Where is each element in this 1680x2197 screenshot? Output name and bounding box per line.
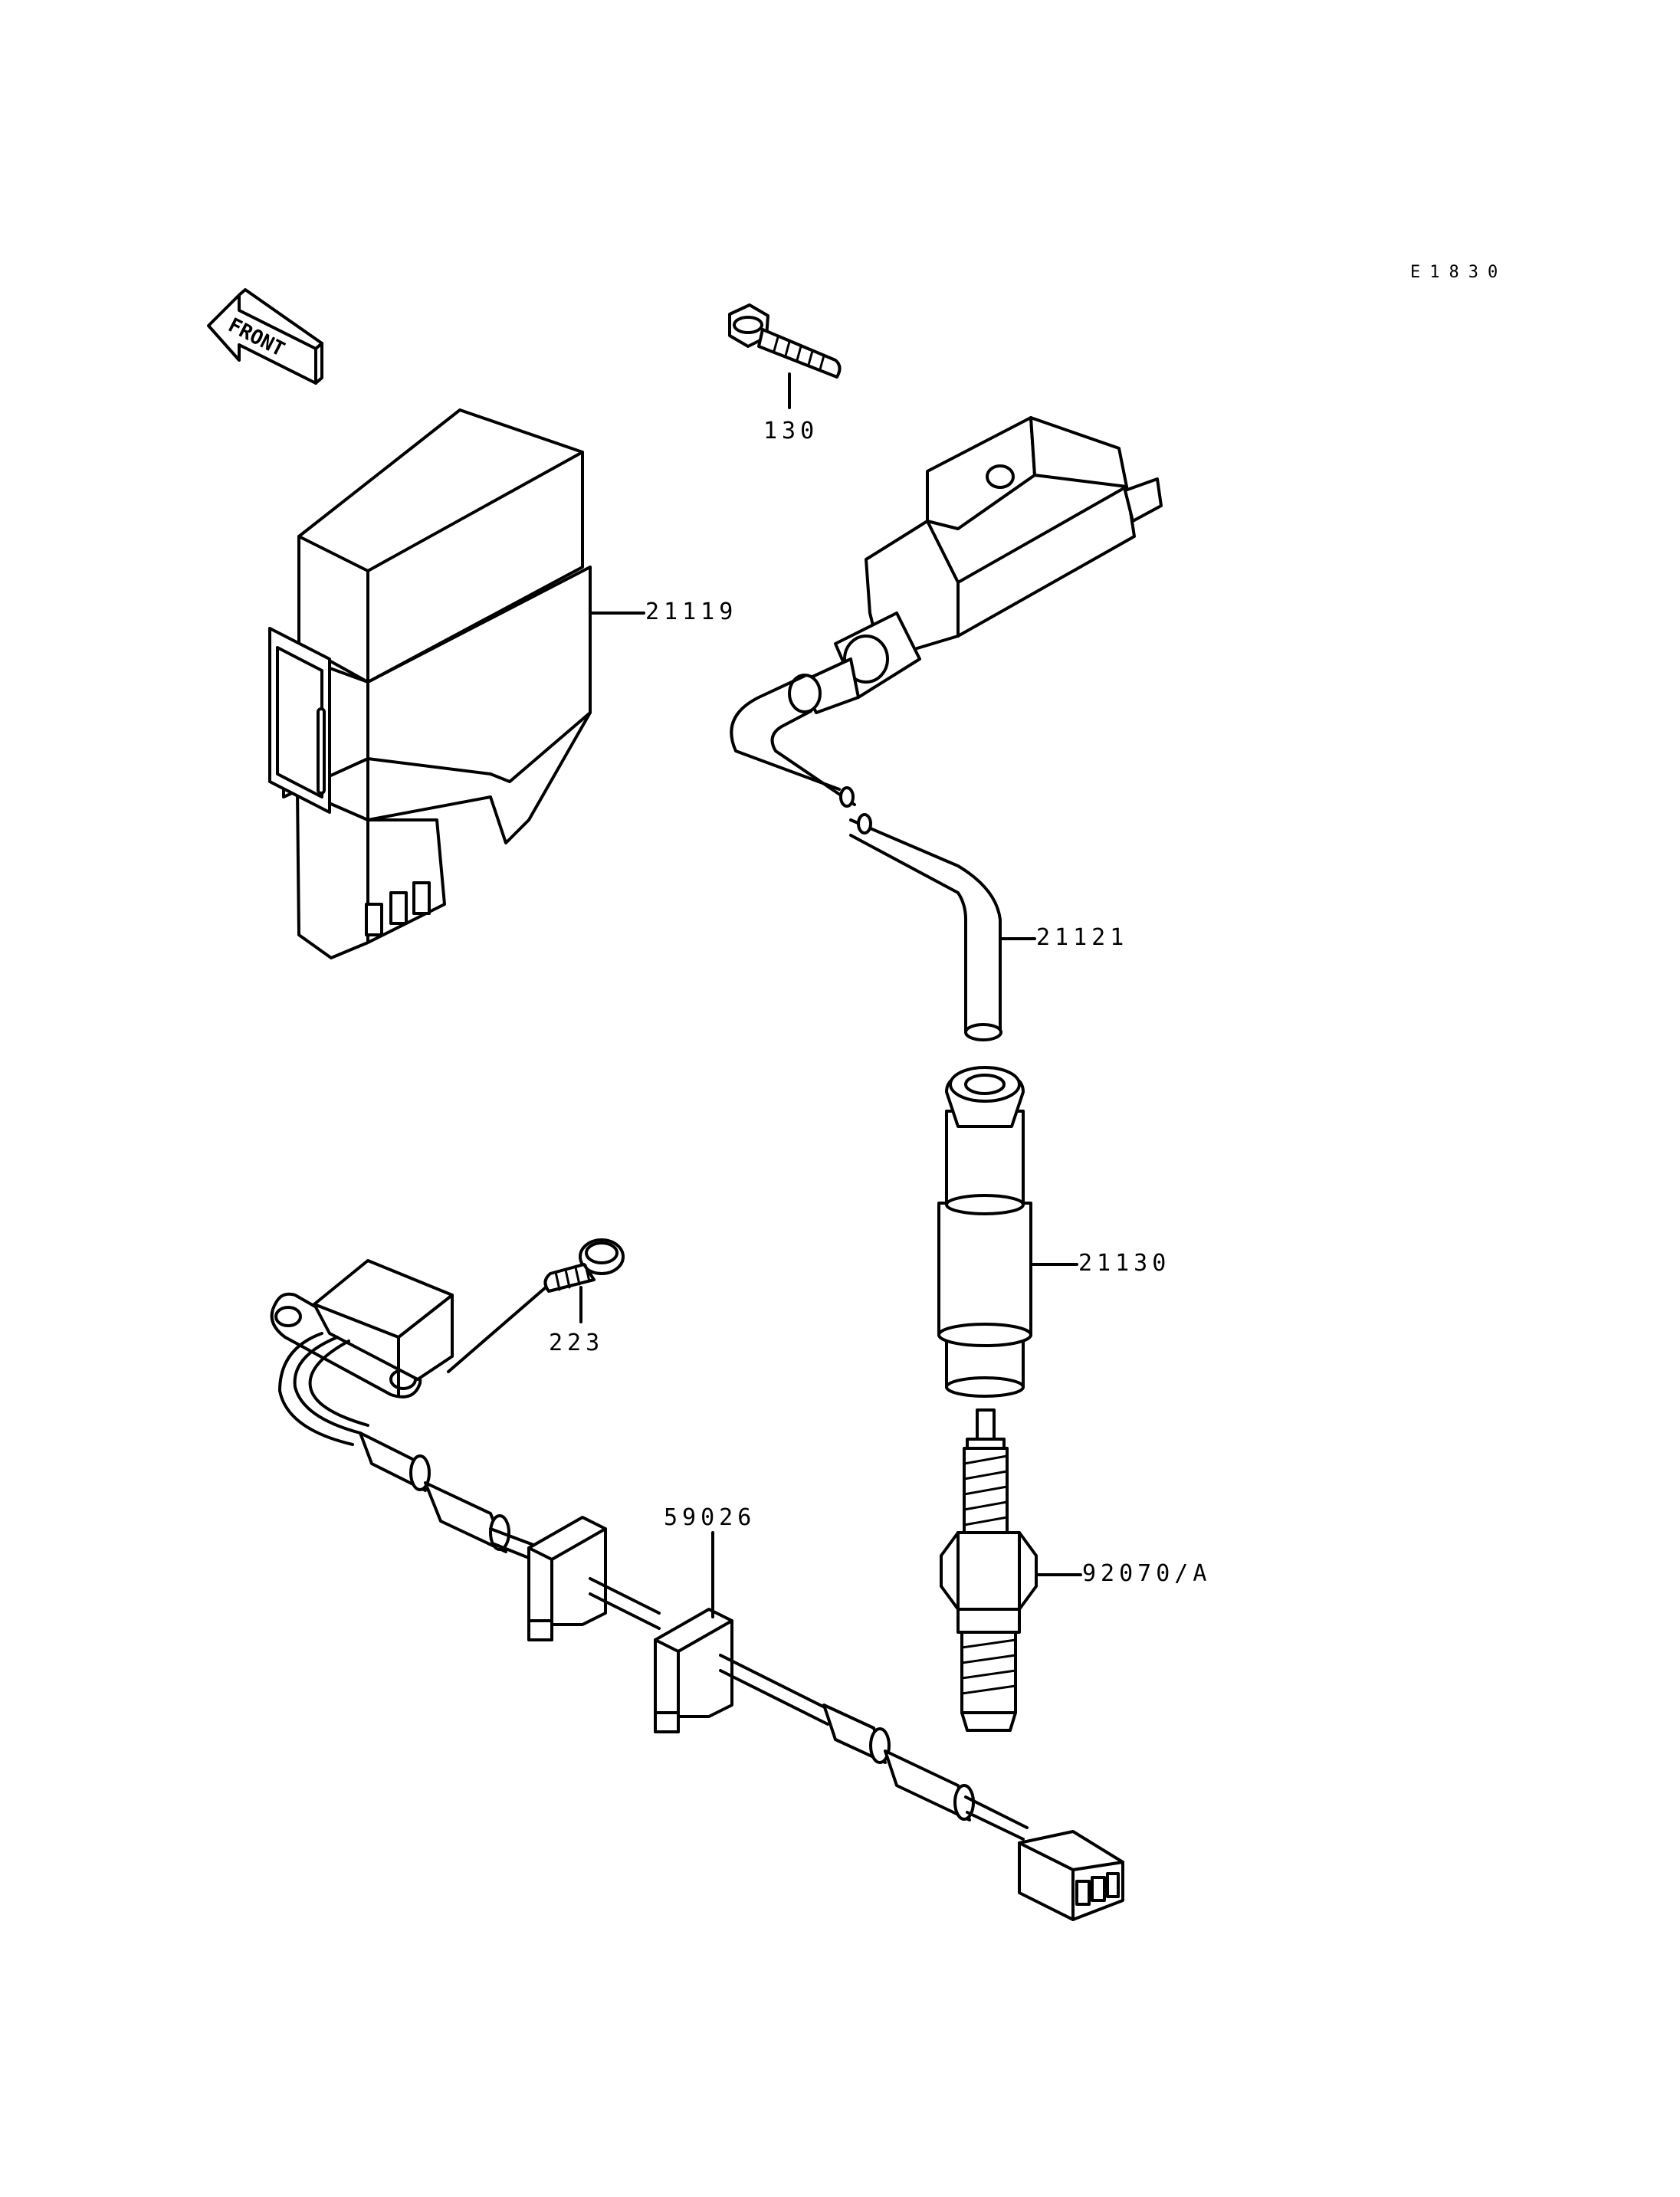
bolt-130-icon [728, 303, 842, 409]
label-59026: 59026 [664, 1504, 756, 1531]
plug-cap-icon [937, 1066, 1078, 1398]
spark-plug-icon [940, 1408, 1082, 1732]
label-21121: 21121 [1036, 924, 1128, 951]
label-21130: 21130 [1078, 1250, 1170, 1277]
screw-223-icon [447, 1238, 625, 1373]
ignition-coil-icon [730, 416, 1163, 1041]
pickup-coil-harness-icon [270, 1259, 1124, 1921]
label-223: 223 [549, 1330, 604, 1356]
front-arrow-icon: FRONT [207, 288, 323, 385]
cdi-unit-icon [268, 408, 645, 959]
label-92070A: 92070/A [1082, 1560, 1211, 1587]
label-21119: 21119 [645, 598, 737, 625]
label-130: 130 [763, 418, 819, 444]
diagram-code: E1830 [1410, 263, 1507, 282]
